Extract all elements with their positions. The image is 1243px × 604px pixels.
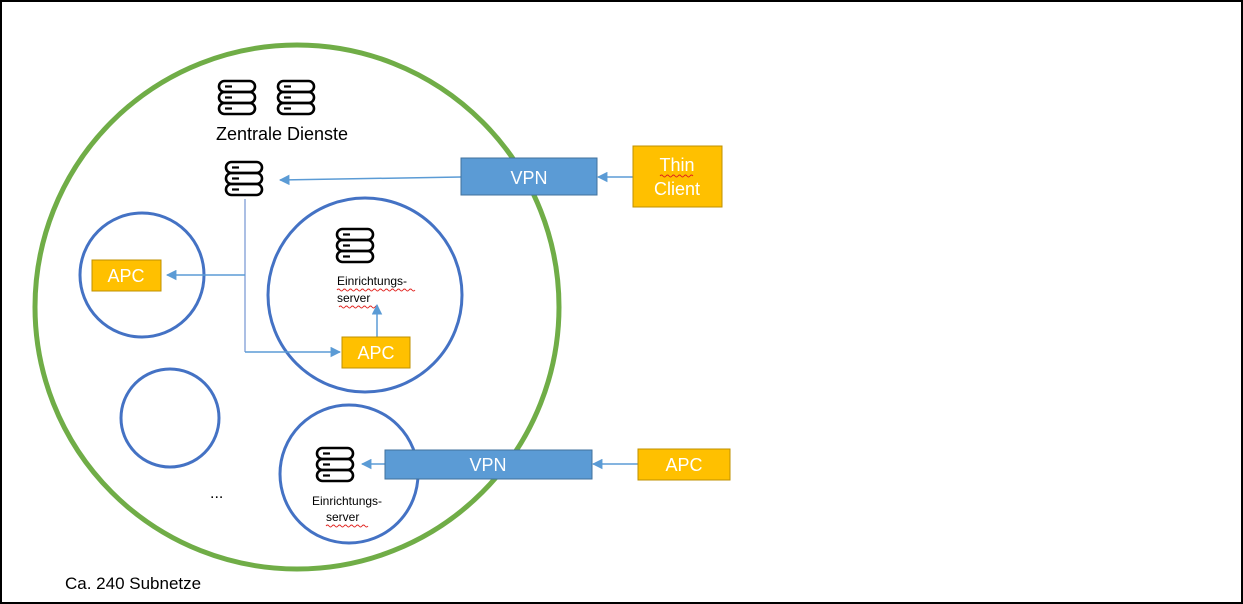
more-subnets-ellipsis: ... (210, 485, 223, 502)
vpn-bottom-label: VPN (469, 455, 506, 475)
thin-client-label-2: Client (654, 179, 700, 199)
einrichtungsserver-top-label-2: server (337, 291, 370, 305)
server-stack-icon (224, 160, 264, 197)
spellcheck-underline (338, 305, 379, 309)
server-stack-icon (276, 79, 316, 116)
central-network-circle (32, 42, 562, 572)
spellcheck-underline (336, 288, 416, 292)
arrow-vpn-to-central-server (278, 174, 462, 186)
spellcheck-underline (325, 524, 369, 528)
spellcheck-underline (659, 174, 694, 178)
server-stack-icon (315, 446, 355, 483)
apc-middle-label: APC (357, 343, 394, 363)
apc-right-label: APC (665, 455, 702, 475)
einrichtungsserver-bottom-label-1: Einrichtungs- (312, 494, 382, 508)
thin-client-label-1: Thin (659, 155, 694, 175)
apc-box-right (637, 448, 731, 481)
einrichtungsserver-top-label-1: Einrichtungs- (337, 274, 407, 288)
central-services-label: Zentrale Dienste (216, 124, 348, 144)
subnet-circle-middle (266, 196, 464, 394)
vpn-top-label: VPN (510, 168, 547, 188)
einrichtungsserver-bottom-label-2: server (326, 510, 359, 524)
apc-box-middle (341, 336, 411, 369)
server-stack-icon (217, 79, 257, 116)
server-stack-icon (335, 227, 375, 264)
vpn-box-bottom (384, 449, 593, 480)
subnets-count-label: Ca. 240 Subnetze (65, 574, 201, 593)
vpn-box-top (460, 157, 598, 196)
apc-box-left (91, 259, 162, 292)
subnet-circle-empty (119, 367, 221, 469)
apc-left-label: APC (107, 266, 144, 286)
